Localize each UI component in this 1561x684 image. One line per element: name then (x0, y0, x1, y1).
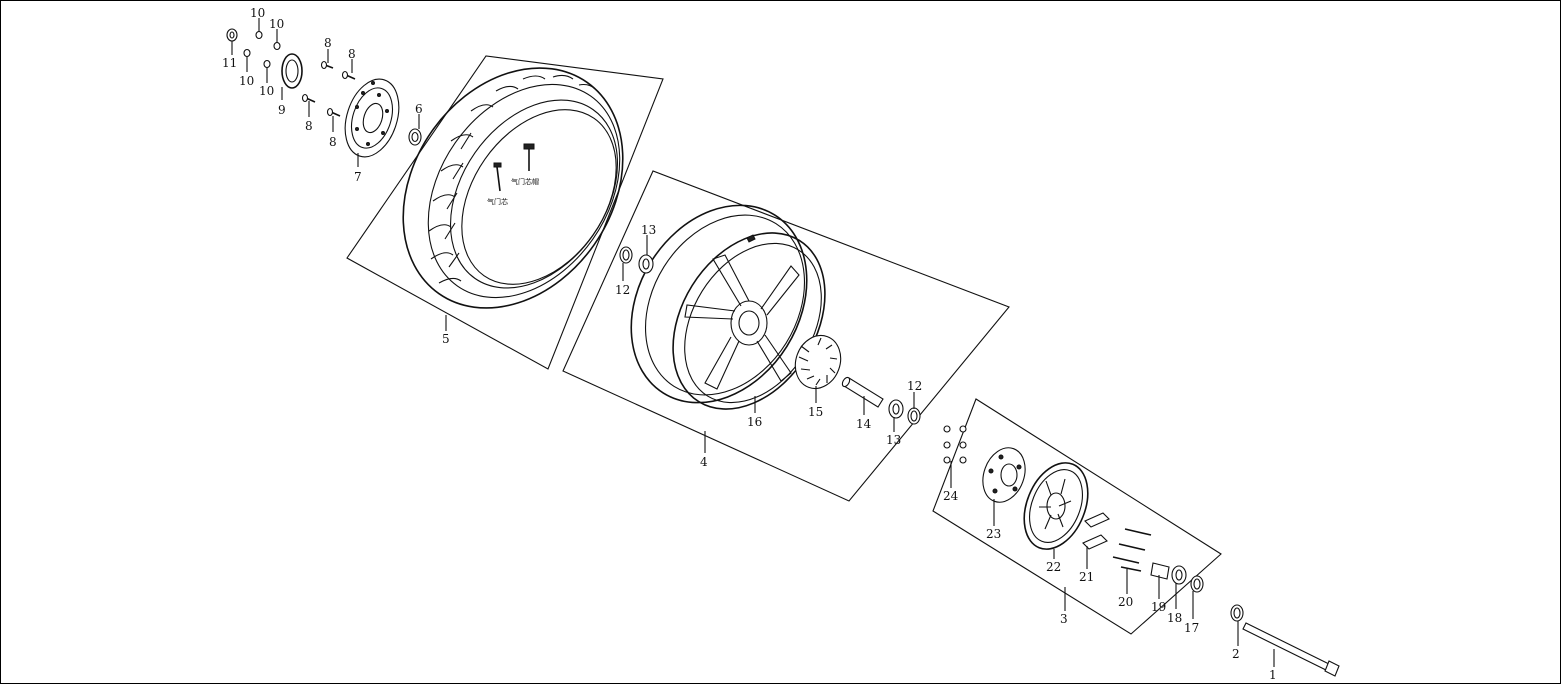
part-number-labels: 1 2 3 4 5 6 7 8 8 8 8 9 10 10 10 10 11 1… (222, 6, 1277, 682)
part-label-9: 9 (278, 103, 286, 117)
part-label-22: 22 (1046, 560, 1061, 574)
hub-bearing-set (1150, 562, 1204, 593)
part-label-6: 6 (415, 102, 423, 116)
part-label-13a: 13 (641, 223, 656, 237)
part-label-10d: 10 (259, 84, 274, 98)
part-label-8c: 8 (305, 119, 313, 133)
upper-bearing-set (619, 246, 654, 274)
part-label-17: 17 (1184, 621, 1199, 635)
part-label-7: 7 (354, 170, 362, 184)
part-label-12a: 12 (615, 283, 630, 297)
part-label-15: 15 (808, 405, 823, 419)
part-label-13b: 13 (886, 433, 901, 447)
part-label-24: 24 (943, 489, 959, 503)
part-label-21: 21 (1079, 570, 1094, 584)
axle-spacer-tube (841, 376, 884, 408)
sprocket-group-frame (932, 398, 1222, 635)
rubber-damper (794, 334, 842, 390)
rear-sprocket (1023, 462, 1089, 550)
part-label-10b: 10 (269, 17, 284, 31)
part-label-19: 19 (1151, 600, 1166, 614)
part-label-16: 16 (747, 415, 762, 429)
part-label-2: 2 (1232, 647, 1240, 661)
tire: 气门芯帽 气门芯 (402, 67, 624, 309)
bolt-nut-cluster (226, 28, 356, 117)
sprocket-bolts (1112, 528, 1152, 572)
sprocket-nuts (943, 425, 967, 464)
valve-cap-label: 气门芯帽 (511, 177, 539, 186)
sprocket-carrier (982, 447, 1026, 503)
brake-disc (344, 78, 400, 158)
part-label-14: 14 (856, 417, 872, 431)
part-label-18: 18 (1167, 611, 1182, 625)
part-label-11: 11 (222, 56, 237, 70)
lock-plates (1082, 512, 1110, 550)
part-label-8d: 8 (329, 135, 337, 149)
part-label-12b: 12 (907, 379, 922, 393)
rim-group-frame (562, 170, 1010, 502)
part-label-23: 23 (986, 527, 1001, 541)
part-label-20: 20 (1118, 595, 1133, 609)
tire-group-frame (346, 55, 664, 370)
part-label-10c: 10 (239, 74, 254, 88)
valve-core-label: 气门芯 (487, 197, 508, 206)
part-label-10a: 10 (250, 6, 265, 20)
spacer-collar (408, 128, 422, 146)
lower-bearing-set (888, 399, 921, 425)
part-label-8b: 8 (348, 47, 356, 61)
part-label-1: 1 (1269, 668, 1277, 682)
part-label-3: 3 (1060, 612, 1068, 626)
part-label-5: 5 (442, 332, 450, 346)
rear-axle (1230, 604, 1340, 677)
leader-lines (231, 18, 1275, 667)
part-label-4: 4 (700, 455, 708, 469)
part-label-8a: 8 (324, 36, 332, 50)
